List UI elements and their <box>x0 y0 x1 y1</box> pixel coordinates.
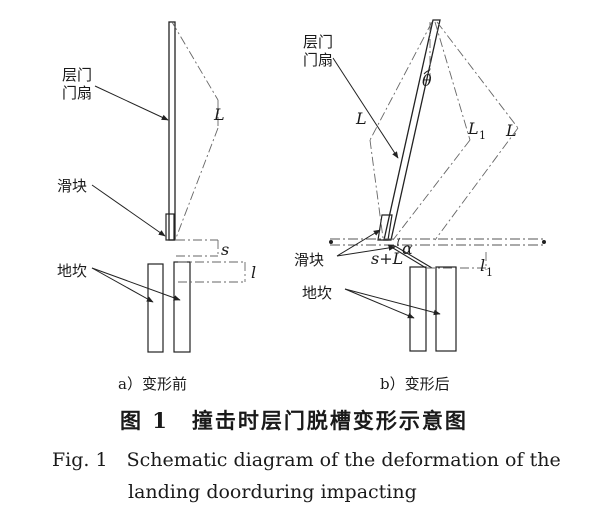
right-var-L-right: L <box>505 121 517 140</box>
right-construction-lines <box>369 21 519 270</box>
left-sill-block-b <box>173 261 191 353</box>
figure-caption-english-2: landing doorduring impacting <box>128 481 417 503</box>
right-var-L1: L <box>467 119 479 138</box>
left-sill-label: 地坎 <box>57 262 87 280</box>
right-sill-label: 地坎 <box>302 284 332 302</box>
left-door-label-1: 层门 <box>62 66 92 84</box>
right-caption: b）变形后 <box>380 375 450 393</box>
right-diagram <box>329 19 546 352</box>
right-leaders <box>332 57 441 319</box>
alpha-arc <box>397 237 401 247</box>
figure-caption-english-1: Fig. 1 Schematic diagram of the deformat… <box>52 449 561 471</box>
right-door-label-2: 门扇 <box>303 51 333 69</box>
left-construction-lines <box>171 21 246 283</box>
right-sill-block-a <box>409 266 427 352</box>
left-var-s: s <box>221 240 229 259</box>
right-var-sL: s+L <box>371 249 403 268</box>
rail-end-left <box>329 240 333 244</box>
left-door-panel <box>168 21 176 241</box>
left-sill-block-a <box>147 263 164 353</box>
right-var-l1-sub: 1 <box>486 266 493 279</box>
figure-caption-chinese: 图 1 撞击时层门脱槽变形示意图 <box>120 408 468 433</box>
right-door-label-1: 层门 <box>303 33 333 51</box>
theta-arc <box>423 69 431 75</box>
right-door-panel <box>383 19 441 241</box>
left-slider-label: 滑块 <box>57 177 87 195</box>
right-var-L1-sub: 1 <box>479 129 486 142</box>
right-var-theta: θ <box>422 71 432 90</box>
right-var-alpha: α <box>402 239 413 258</box>
left-door-label-2: 门扇 <box>62 84 92 102</box>
left-var-L: L <box>213 105 225 124</box>
rail-end-right <box>542 240 546 244</box>
right-slider-label: 滑块 <box>294 251 324 269</box>
right-rail <box>330 238 545 246</box>
left-diagram <box>91 21 246 353</box>
left-leaders <box>91 85 181 303</box>
right-var-L-left: L <box>355 109 367 128</box>
left-slider <box>165 213 175 241</box>
right-sill-block-b <box>435 266 457 352</box>
left-caption: a）变形前 <box>118 375 187 393</box>
right-var-l1: l <box>480 256 485 275</box>
left-var-l: l <box>251 263 256 282</box>
